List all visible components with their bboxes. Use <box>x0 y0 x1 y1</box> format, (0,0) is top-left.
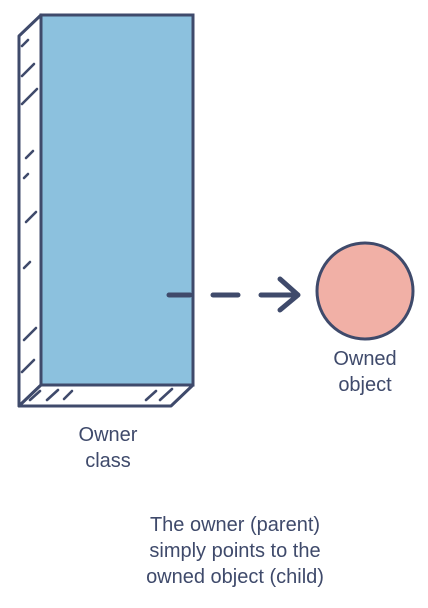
owner-box-bottom-hatching <box>28 387 174 402</box>
owner-label-line-1: Owner <box>78 424 138 446</box>
caption-line-1: The owner (parent) <box>149 514 321 536</box>
owned-label-line-2: object <box>338 374 392 396</box>
owned-object-label: Owned object <box>305 346 425 398</box>
owner-class-label: Owner class <box>48 422 168 474</box>
owner-label-line-2: class <box>85 450 131 472</box>
owned-object-circle <box>315 241 415 341</box>
owned-label-line-1: Owned <box>333 348 397 370</box>
caption-line-2: simply points to the <box>149 540 321 562</box>
owner-box-side-hatching <box>20 38 39 374</box>
owner-class-box <box>17 13 195 408</box>
caption-line-3: owned object (child) <box>146 566 324 588</box>
pointer-arrow <box>166 276 301 313</box>
arrow-head <box>277 276 301 313</box>
diagram-caption: The owner (parent) simply points to the … <box>100 512 370 590</box>
owner-box-edge-marks <box>17 86 21 274</box>
owner-box-front-face <box>39 13 195 387</box>
owner-box-bottom-face <box>17 383 195 408</box>
owner-box-side-face <box>17 13 43 408</box>
